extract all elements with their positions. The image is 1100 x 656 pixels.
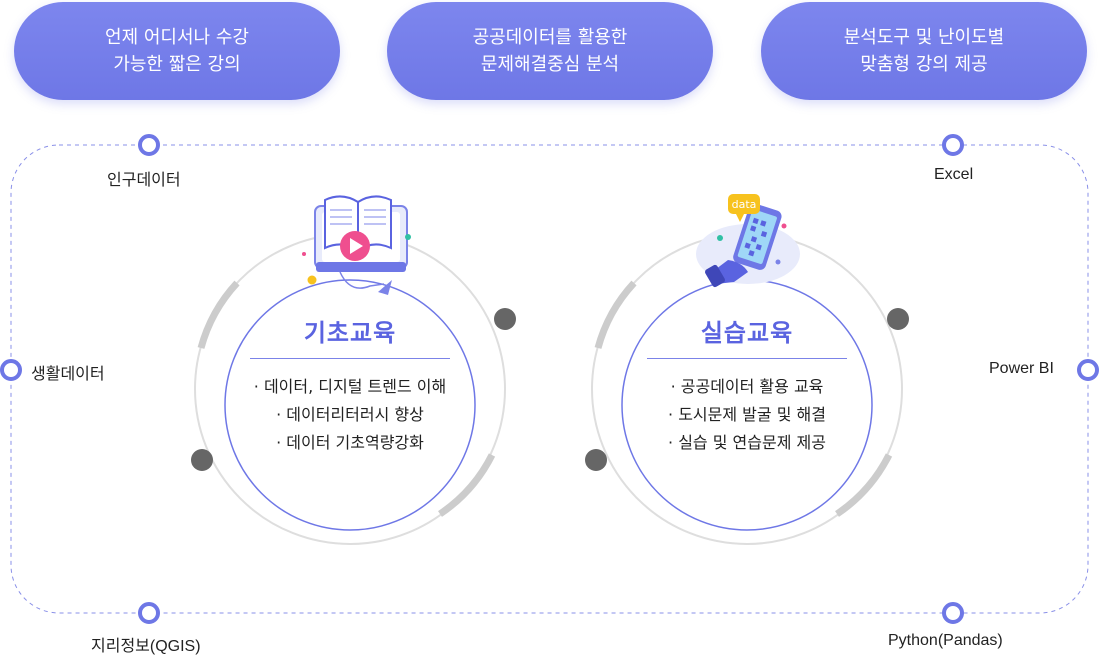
book-video-icon xyxy=(302,195,411,295)
dashed-frame xyxy=(10,144,1089,614)
label-living-data: 생활데이터 xyxy=(31,366,105,383)
pill-line-2: 가능한 짧은 강의 xyxy=(113,54,241,75)
feature-pill-public-data: 공공데이터를 활용한 문제해결중심 분석 xyxy=(387,2,713,100)
pill-line-1: 분석도구 및 난이도별 xyxy=(843,27,1005,48)
label-power-bi: Power BI xyxy=(989,360,1054,377)
feature-pill-short-lectures: 언제 어디서나 수강 가능한 짧은 강의 xyxy=(14,2,340,100)
pill-line-2: 문제해결중심 분석 xyxy=(480,54,620,75)
basic-items: 데이터, 디지털 트렌드 이해 데이터리터러시 향상 데이터 기초역량강화 xyxy=(220,373,480,457)
list-item: 데이터 기초역량강화 xyxy=(220,429,480,457)
node-mid-right xyxy=(1077,359,1099,381)
ring-dot-left xyxy=(585,449,607,471)
basic-education-panel: 기초교육 데이터, 디지털 트렌드 이해 데이터리터러시 향상 데이터 기초역량… xyxy=(220,313,480,457)
phone-data-icon: data xyxy=(696,194,800,288)
node-bottom-right xyxy=(942,602,964,624)
list-item: 실습 및 연습문제 제공 xyxy=(617,429,877,457)
pill-line-2: 맞춤형 강의 제공 xyxy=(860,54,988,75)
pill-line-1: 언제 어디서나 수강 xyxy=(105,27,249,48)
practice-items: 공공데이터 활용 교육 도시문제 발굴 및 해결 실습 및 연습문제 제공 xyxy=(617,373,877,457)
node-top-right xyxy=(942,134,964,156)
label-geo-info: 지리정보(QGIS) xyxy=(91,638,201,655)
ring-dot-right xyxy=(887,308,909,330)
practice-title: 실습교육 xyxy=(647,313,847,359)
accent-arc-bottom xyxy=(438,453,496,517)
ring-dot-right xyxy=(494,308,516,330)
data-badge-text: data xyxy=(732,198,757,211)
accent-arc-top xyxy=(197,280,240,349)
accent-arc-top xyxy=(594,280,637,349)
ring-dot-left xyxy=(191,449,213,471)
node-top-left xyxy=(138,134,160,156)
label-excel: Excel xyxy=(934,166,974,183)
basic-title: 기초교육 xyxy=(250,313,450,359)
label-population-data: 인구데이터 xyxy=(107,172,181,189)
list-item: 공공데이터 활용 교육 xyxy=(617,373,877,401)
accent-arc-bottom xyxy=(835,453,893,517)
pill-line-1: 공공데이터를 활용한 xyxy=(472,27,628,48)
list-item: 도시문제 발굴 및 해결 xyxy=(617,401,877,429)
frame-nodes xyxy=(0,134,1099,624)
practice-education-panel: 실습교육 공공데이터 활용 교육 도시문제 발굴 및 해결 실습 및 연습문제 … xyxy=(617,313,877,457)
list-item: 데이터, 디지털 트렌드 이해 xyxy=(220,373,480,401)
label-python: Python(Pandas) xyxy=(888,632,1003,649)
feature-pill-custom-lectures: 분석도구 및 난이도별 맞춤형 강의 제공 xyxy=(761,2,1087,100)
list-item: 데이터리터러시 향상 xyxy=(220,401,480,429)
node-mid-left xyxy=(0,359,22,381)
node-bottom-left xyxy=(138,602,160,624)
